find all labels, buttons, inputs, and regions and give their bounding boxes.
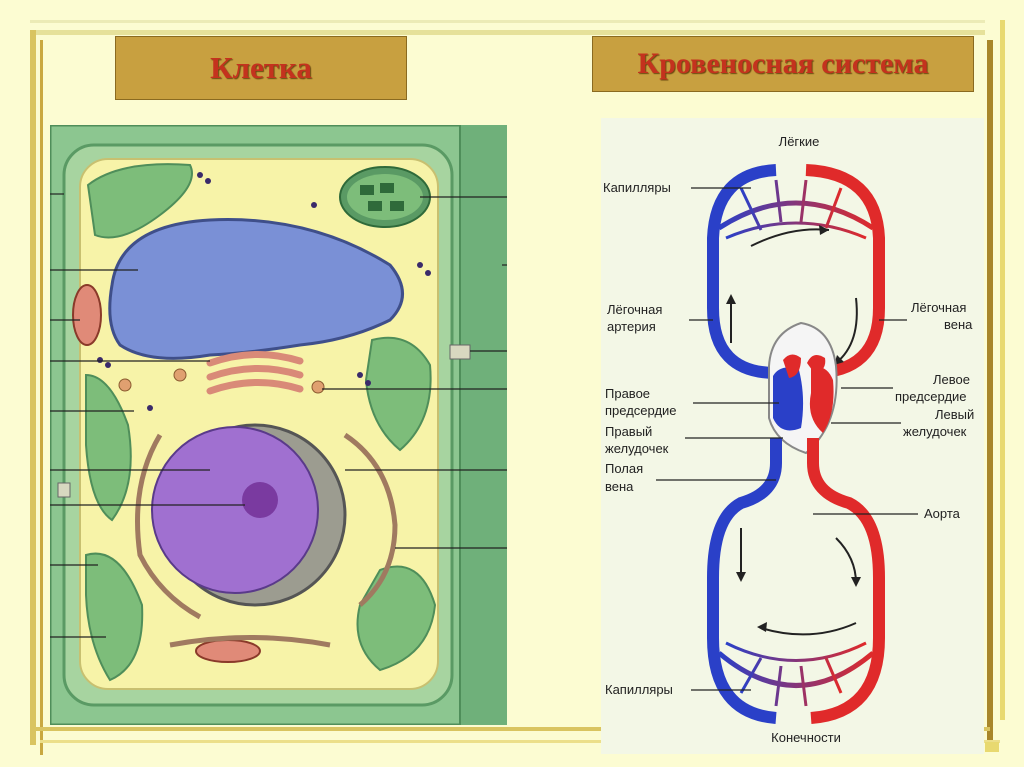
capillaries-bottom-label: Капилляры	[605, 682, 673, 697]
heart	[768, 321, 838, 455]
circulation-title-box: Кровеносная система	[592, 36, 974, 92]
limbs-label: Конечности	[771, 730, 841, 745]
pulmonary-vein-label-2: вена	[944, 317, 973, 332]
vacuole	[108, 218, 404, 360]
aorta-vessel	[807, 438, 885, 724]
circulation-diagram: Лёгкие Капилляры Лёгочная артерия Лёгочн…	[601, 118, 984, 754]
chloroplast	[86, 163, 193, 239]
capillaries-top-label: Капилляры	[603, 180, 671, 195]
left-atrium-label-1: Левое	[933, 372, 970, 387]
left-ventricle-label-2: желудочек	[903, 424, 967, 439]
frame-line-top	[30, 30, 985, 35]
right-ventricle	[773, 367, 804, 431]
lungs-label: Лёгкие	[778, 134, 820, 149]
circulation-svg	[656, 164, 918, 724]
chloroplast	[356, 565, 437, 672]
left-ventricle-label-1: Левый	[935, 407, 975, 422]
chloroplast	[364, 336, 432, 452]
vena-cava-label-2: вена	[605, 479, 634, 494]
right-ventricle-label-1: Правый	[605, 424, 653, 439]
right-atrium-label-2: предсердие	[605, 403, 677, 418]
frame-square	[985, 742, 999, 752]
circulation-title: Кровеносная система	[637, 47, 929, 80]
pulmonary-vein-label-1: Лёгочная	[911, 300, 967, 315]
pulmonary-vein-vessel	[805, 164, 885, 379]
nucleus	[151, 426, 319, 594]
mitochondrion	[195, 639, 261, 663]
frame-line-bottom	[30, 727, 990, 731]
right-ventricle-label-2: желудочек	[605, 441, 669, 456]
left-ventricle	[809, 366, 834, 433]
frame-line-right	[987, 40, 993, 740]
frame-line-top-thin	[30, 20, 985, 23]
nucleolus	[242, 482, 278, 518]
chloroplast	[85, 552, 144, 682]
right-atrium-label-1: Правое	[605, 386, 651, 401]
pulmonary-artery-label-2: артерия	[607, 319, 656, 334]
cell-title-box: Клетка	[115, 36, 407, 100]
pulmonary-artery-label-1: Лёгочная	[607, 302, 663, 317]
frame-line-bottom-2	[40, 740, 1000, 743]
vena-cava-label-1: Полая	[605, 461, 644, 476]
cell-title: Клетка	[210, 50, 312, 85]
plant-cell-diagram	[48, 123, 509, 727]
frame-line-left-2	[40, 40, 43, 755]
pulmonary-artery-vessel	[707, 164, 777, 379]
plant-cell-svg	[48, 123, 509, 727]
left-atrium-label-2: предсердие	[895, 389, 967, 404]
vena-cava-vessel	[707, 438, 782, 724]
mitochondrion	[72, 284, 102, 346]
aorta-label: Аорта	[924, 506, 960, 521]
frame-line-left	[30, 30, 36, 745]
frame-line-right-2	[1000, 20, 1005, 720]
